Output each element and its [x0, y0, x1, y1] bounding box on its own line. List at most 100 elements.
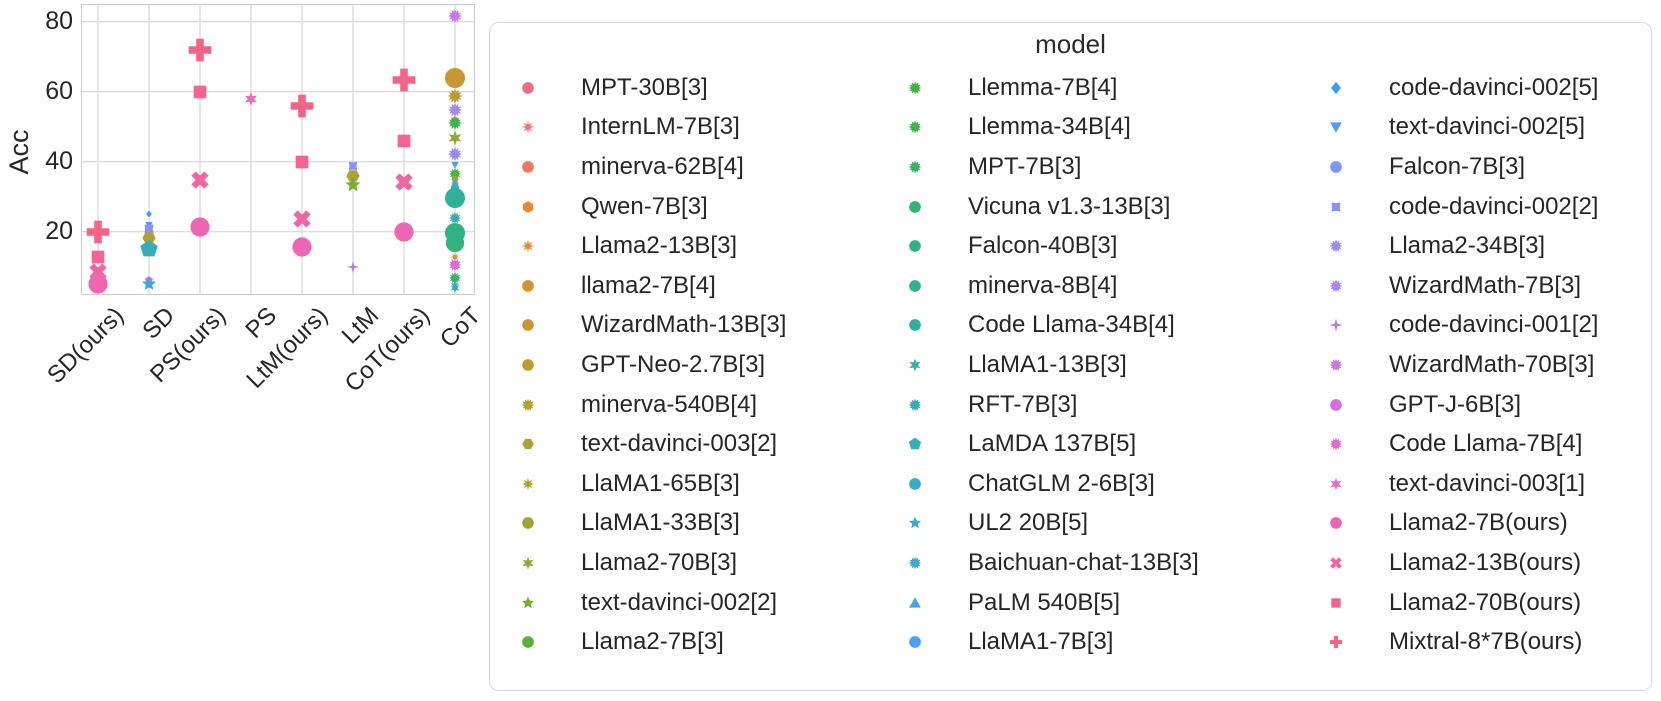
legend-label: code-davinci-002[2] [1389, 192, 1599, 220]
legend-label: code-davinci-002[5] [1389, 73, 1599, 101]
hexagon-marker-icon [516, 200, 540, 214]
legend-item: Falcon-7B[3] [1324, 147, 1598, 187]
burst12-marker-icon [1324, 437, 1348, 451]
burst12-marker-icon [1324, 279, 1348, 293]
legend-label: Qwen-7B[3] [581, 192, 708, 220]
legend-item: code-davinci-001[2] [1324, 306, 1598, 346]
legend-label: GPT-Neo-2.7B[3] [581, 350, 766, 378]
circle-marker-icon [516, 318, 540, 332]
legend-item: GPT-J-6B[3] [1324, 385, 1598, 425]
scatter-point [187, 37, 213, 63]
legend-item: ChatGLM 2-6B[3] [903, 464, 1199, 504]
scatter-point [443, 221, 467, 245]
scatter-point [451, 161, 460, 170]
scatter-point [448, 258, 462, 272]
legend-label: code-davinci-001[2] [1389, 311, 1599, 339]
legend-item: WizardMath-13B[3] [516, 306, 786, 346]
scatter-point [448, 115, 463, 130]
square-marker-icon [1324, 596, 1348, 610]
legend-item: text-davinci-003[1] [1324, 464, 1598, 504]
legend-label: Falcon-7B[3] [1389, 152, 1526, 180]
legend-label: WizardMath-13B[3] [581, 311, 787, 339]
scatter-point [449, 211, 462, 224]
legend-label: MPT-30B[3] [581, 73, 708, 101]
legend-label: text-davinci-002[2] [581, 588, 778, 616]
scatter-point [451, 175, 459, 183]
legend-item: Falcon-40B[3] [903, 226, 1199, 266]
legend-label: MPT-7B[3] [968, 152, 1082, 180]
circle-marker-icon [903, 239, 927, 253]
scatter-point [87, 272, 110, 294]
scatter-point [345, 168, 361, 184]
legend-item: text-davinci-002[2] [516, 583, 786, 623]
scatter-point [393, 221, 416, 244]
scatter-point [145, 210, 153, 218]
y-tick-label: 60 [45, 76, 73, 105]
legend-item: InternLM-7B[3] [516, 108, 786, 148]
legend-item: Llama2-70B[3] [516, 543, 786, 583]
circle-marker-icon [516, 279, 540, 293]
scatter-point [89, 247, 108, 266]
circle-marker-icon [903, 279, 927, 293]
legend-item: WizardMath-70B[3] [1324, 345, 1598, 385]
pinched4-marker-icon [1324, 200, 1348, 214]
scatter-point [189, 215, 212, 238]
triangle-down-marker-icon [1324, 120, 1348, 134]
y-tick-label: 80 [45, 6, 73, 35]
legend-label: Llama2-7B[3] [581, 628, 724, 656]
legend-label: LlaMA1-65B[3] [581, 469, 740, 497]
legend-label: minerva-8B[4] [968, 271, 1118, 299]
legend-item: Llama2-13B(ours) [1324, 543, 1598, 583]
scatter-point [292, 208, 313, 229]
scatter-point [447, 88, 463, 104]
scatter-point [395, 132, 414, 151]
burst8-marker-icon [516, 120, 540, 134]
burst12-marker-icon [903, 160, 927, 174]
scatter-point [291, 236, 314, 259]
burst12-marker-icon [903, 81, 927, 95]
legend-label: LlaMA1-7B[3] [968, 628, 1114, 656]
legend-item: Vicuna v1.3-13B[3] [903, 187, 1199, 227]
scatter-point [449, 168, 462, 181]
circle-marker-icon [516, 635, 540, 649]
legend-item: code-davinci-002[5] [1324, 68, 1598, 108]
scatter-point [244, 92, 259, 107]
legend-item: Llama2-7B[3] [516, 622, 786, 662]
burst12-marker-icon [1324, 358, 1348, 372]
scatter-point [450, 252, 460, 262]
legend-item: LlaMA1-33B[3] [516, 504, 786, 544]
triangle-up-marker-icon [903, 596, 927, 610]
circle-marker-icon [1324, 516, 1348, 530]
legend-label: LlaMA1-33B[3] [581, 509, 740, 537]
burst12-marker-icon [903, 120, 927, 134]
legend-item: Mixtral-8*7B(ours) [1324, 622, 1598, 662]
legend-item: code-davinci-002[2] [1324, 187, 1598, 227]
legend-label: Llama2-70B(ours) [1389, 588, 1582, 616]
scatter-point [191, 82, 210, 101]
scatter-point [345, 176, 362, 193]
scatter-point [139, 239, 159, 259]
circle-marker-icon [903, 318, 927, 332]
scatter-point [347, 261, 360, 274]
legend-label: GPT-J-6B[3] [1389, 390, 1522, 418]
burst12-marker-icon [903, 398, 927, 412]
scatter-point [85, 219, 111, 245]
legend-label: Llemma-34B[4] [968, 113, 1131, 141]
legend-label: WizardMath-7B[3] [1389, 271, 1582, 299]
burst8-marker-icon [516, 477, 540, 491]
legend-label: PaLM 540B[5] [968, 588, 1121, 616]
legend-item: minerva-540B[4] [516, 385, 786, 425]
legend-label: Llama2-7B(ours) [1389, 509, 1568, 537]
legend-label: Mixtral-8*7B(ours) [1389, 628, 1583, 656]
scatter-point [443, 66, 467, 90]
y-tick-label: 20 [45, 216, 73, 245]
pentagon-marker-icon [903, 437, 927, 451]
scatter-point [448, 102, 463, 117]
legend-item: WizardMath-7B[3] [1324, 266, 1598, 306]
scatter-point [190, 169, 211, 190]
legend-item: Llemma-7B[4] [903, 68, 1199, 108]
circle-marker-icon [516, 81, 540, 95]
legend-column: Llemma-7B[4] Llemma-34B[4] MPT-7B[3] Vicuna… [903, 68, 1199, 662]
scatter-point [347, 159, 360, 172]
scatter-point [450, 283, 461, 294]
